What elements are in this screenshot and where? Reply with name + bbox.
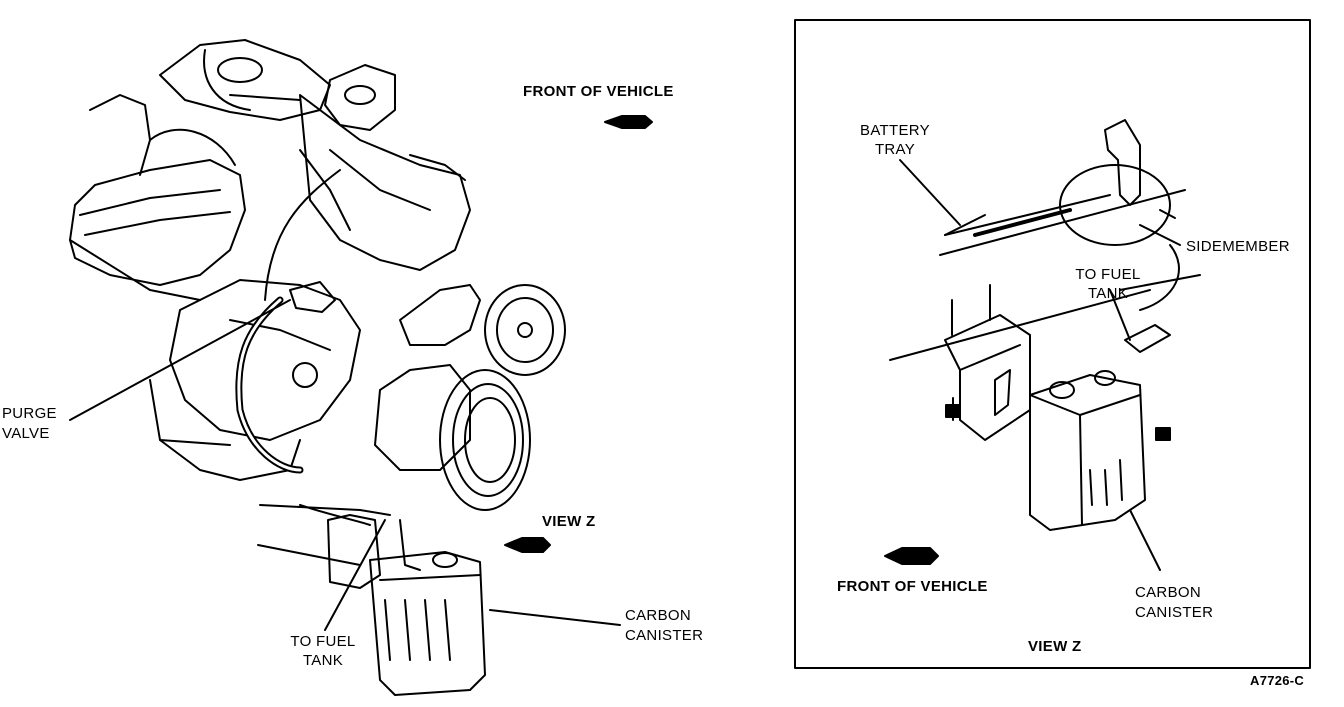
carbon-canister-label-line2: CANISTER: [625, 627, 704, 644]
inset-leader-lines: [899, 159, 1181, 571]
view-z-label-left: VIEW Z: [542, 513, 596, 530]
figure-code: A7726-C: [1250, 673, 1305, 688]
sidemember-label: SIDEMEMBER: [1186, 238, 1290, 255]
to-fuel-tank-label-line1: TO FUEL: [290, 633, 356, 650]
to-fuel-tank-label-line2: TANK: [302, 652, 344, 669]
front-of-vehicle-label: FRONT OF VEHICLE: [523, 83, 674, 100]
left-leader-lines: [69, 299, 621, 631]
purge-valve-label-line1: PURGE: [2, 405, 57, 422]
battery-tray-label-line2: TRAY: [874, 141, 916, 158]
inset-carbon-canister-label-line2: CANISTER: [1135, 604, 1214, 621]
view-z-inset: [794, 19, 1311, 669]
engine-illustration: [69, 39, 653, 696]
inset-to-fuel-tank-label-line2: TANK: [1087, 285, 1129, 302]
inset-to-fuel-tank-label-line1: TO FUEL: [1075, 266, 1141, 283]
inset-front-of-vehicle-label: FRONT OF VEHICLE: [837, 578, 988, 595]
inset-view-z-label: VIEW Z: [1028, 638, 1082, 655]
inset-carbon-canister-label-line1: CARBON: [1135, 584, 1201, 601]
battery-tray-label-line1: BATTERY: [860, 122, 930, 139]
purge-valve-label-line2: VALVE: [2, 425, 50, 442]
carbon-canister-label-line1: CARBON: [625, 607, 691, 624]
